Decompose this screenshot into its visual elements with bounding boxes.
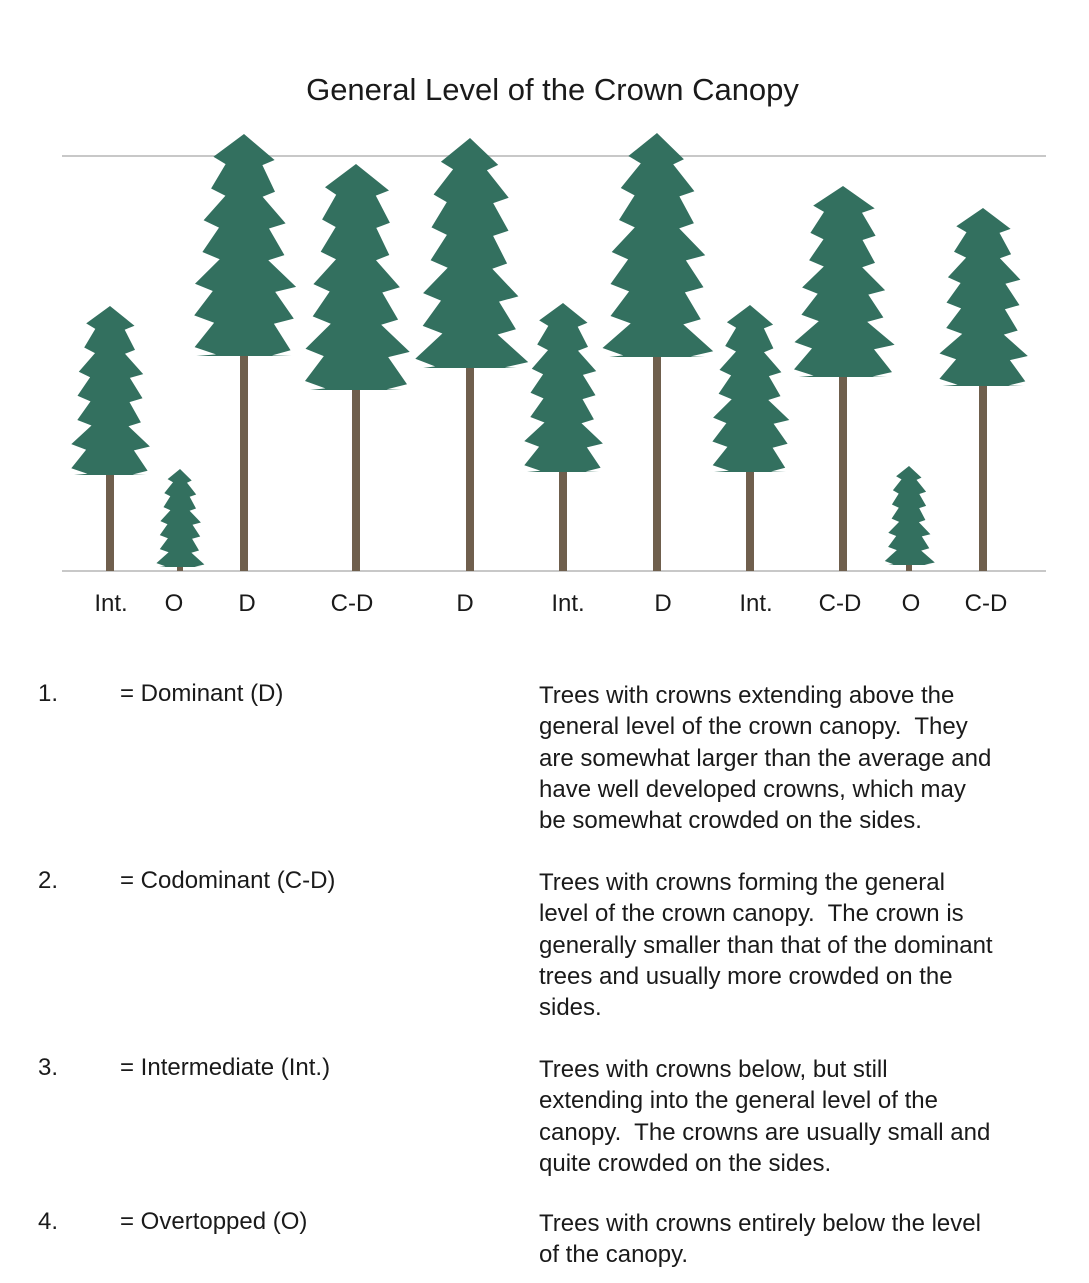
tree-trunk <box>839 367 847 571</box>
definition-description: Trees with crowns below, but still extend… <box>539 1054 1079 1179</box>
tree-label: Int. <box>551 590 585 617</box>
definition-description: Trees with crowns extending above the gen… <box>539 680 1079 836</box>
tree-label: D <box>654 590 672 617</box>
description-line: extending into the general level of the <box>539 1087 938 1115</box>
tree-crown <box>415 138 529 368</box>
description-line: Trees with crowns extending above the <box>539 682 955 709</box>
definition-term: = Codominant (C-D) <box>120 867 336 894</box>
tree-overtopped <box>884 466 935 571</box>
tree-trunk <box>746 462 754 571</box>
definition-number: 3. <box>38 1054 59 1081</box>
definition-number: 2. <box>38 867 59 894</box>
definition-term: = Dominant (D) <box>120 680 284 707</box>
description-line: sides. <box>539 994 602 1022</box>
description-line: canopy. The crowns are usually small and <box>539 1118 991 1146</box>
tree-trunk <box>559 462 567 571</box>
tree-trunk <box>653 347 661 571</box>
tree-label: D <box>238 590 256 617</box>
tree-overtopped <box>156 469 205 571</box>
tree-label: Int. <box>739 590 773 617</box>
diagram-title: General Level of the Crown Canopy <box>306 72 799 107</box>
tree-crown <box>524 303 603 472</box>
tree-crown <box>602 133 714 357</box>
definition-number: 1. <box>38 680 59 707</box>
tree-label: C-D <box>818 590 862 617</box>
tree-label: Int. <box>94 590 128 617</box>
crown-class-diagram: General Level of the Crown Canopy Int. O D… <box>0 0 1089 640</box>
tree-dominant <box>415 138 529 571</box>
description-line: generally smaller than that of the domin… <box>539 931 993 959</box>
tree-crown <box>712 305 790 472</box>
tree-label: O <box>901 590 921 617</box>
tree-crown <box>305 164 410 390</box>
tree-codominant <box>794 186 895 571</box>
description-line: quite crowded on the sides. <box>539 1149 832 1177</box>
description-line: of the canopy. <box>539 1241 688 1269</box>
tree-trunk <box>466 358 474 571</box>
definition-number: 4. <box>38 1208 59 1235</box>
tree-label: D <box>456 590 474 617</box>
tree-label: O <box>164 590 184 617</box>
tree-intermediate <box>71 306 150 571</box>
tree-label: C-D <box>330 590 374 617</box>
definition-description: Trees with crowns entirely below the lev… <box>539 1208 1079 1271</box>
description-line: Trees with crowns below, but still <box>539 1056 888 1083</box>
tree-trunk <box>352 380 360 571</box>
tree-dominant <box>602 133 714 571</box>
tree-dominant <box>194 134 297 571</box>
description-line: trees and usually more crowded on the <box>539 962 953 990</box>
description-line: are somewhat larger than the average and <box>539 744 992 772</box>
tree-codominant <box>305 164 410 571</box>
definition-description: Trees with crowns forming the general lev… <box>539 867 1079 1023</box>
tree-crown <box>71 306 150 475</box>
tree-crown <box>156 469 205 567</box>
description-line: have well developed crowns, which may <box>539 775 966 803</box>
description-line: general level of the crown canopy. They <box>539 713 968 741</box>
description-line: be somewhat crowded on the sides. <box>539 807 922 835</box>
tree-illustration <box>62 133 1046 572</box>
tree-codominant <box>939 208 1028 571</box>
tree-crown <box>194 134 297 356</box>
tree-crown <box>939 208 1028 386</box>
tree-intermediate <box>524 303 603 571</box>
tree-trunk <box>979 376 987 571</box>
description-line: Trees with crowns entirely below the lev… <box>539 1210 981 1237</box>
tree-trunk <box>240 346 248 571</box>
tree-trunk <box>106 465 114 571</box>
description-line: level of the crown canopy. The crown is <box>539 900 964 928</box>
definition-term: = Overtopped (O) <box>120 1208 308 1235</box>
tree-crown <box>884 466 935 565</box>
definition-term: = Intermediate (Int.) <box>120 1054 331 1081</box>
tree-intermediate <box>712 305 790 571</box>
tree-label: C-D <box>964 590 1008 617</box>
tree-crown <box>794 186 895 377</box>
description-line: Trees with crowns forming the general <box>539 869 945 896</box>
